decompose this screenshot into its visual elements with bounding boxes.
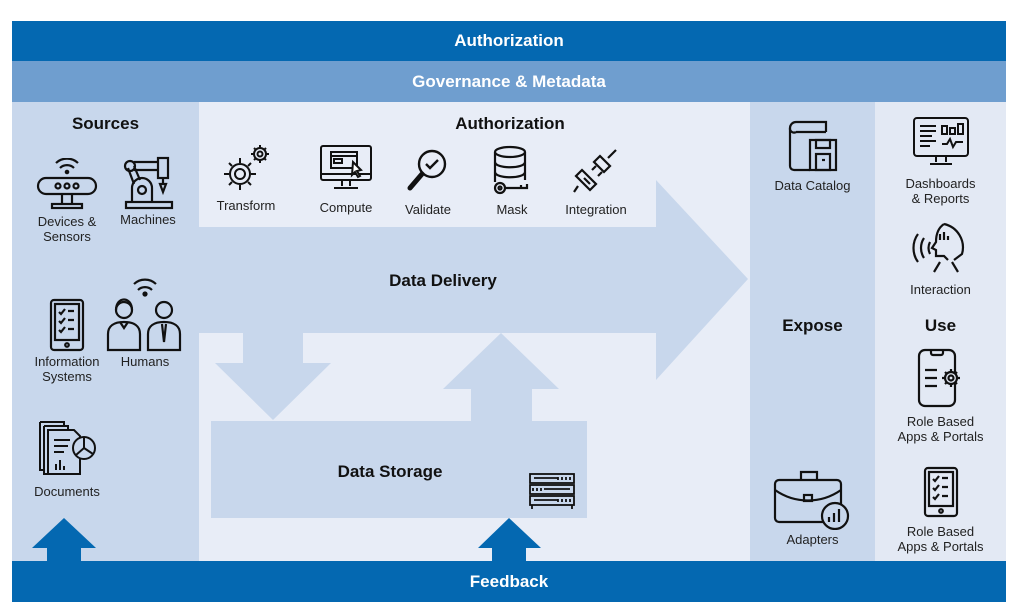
tablet-checklist-icon: [47, 298, 87, 354]
source-machines: Machines: [108, 154, 188, 227]
expose-data-catalog: Data Catalog: [756, 118, 869, 193]
use-role-based-apps-1: Role Based Apps & Portals: [881, 348, 1000, 444]
source-info-label-2: Systems: [42, 369, 92, 384]
up-from-storage-arrow: [443, 333, 559, 421]
tablet-checklist-icon: [921, 466, 961, 518]
use-role-apps-2-label-2: Apps & Portals: [897, 539, 984, 554]
source-devices-label-1: Devices &: [37, 214, 97, 229]
use-dashboards-reports: Dashboards & Reports: [881, 116, 1000, 206]
authorization-bar-label: Authorization: [454, 31, 564, 50]
people-wireless-icon: [104, 272, 186, 354]
process-validate-label: Validate: [404, 202, 451, 217]
processing-title: Authorization: [455, 114, 565, 133]
feedback-bar: Feedback: [12, 561, 1006, 602]
documents-chart-icon: [36, 418, 98, 478]
expose-title: Expose: [782, 316, 843, 335]
briefcase-chart-icon: [773, 468, 853, 530]
source-documents: Documents: [24, 418, 110, 499]
down-to-storage-arrow: [215, 333, 331, 420]
source-devices-sensors: Devices & Sensors: [24, 158, 110, 244]
use-role-based-apps-2: Role Based Apps & Portals: [881, 466, 1000, 554]
process-validate: Validate: [390, 148, 466, 217]
phone-gear-icon: [915, 348, 967, 408]
use-dashboards-label-2: & Reports: [911, 191, 970, 206]
expose-adapters: Adapters: [756, 468, 869, 547]
process-mask: Mask: [474, 144, 550, 217]
expose-column: [750, 102, 875, 561]
governance-bar: Governance & Metadata: [12, 61, 1006, 102]
source-humans-label: Humans: [120, 354, 170, 369]
voice-head-icon: [904, 220, 978, 276]
sensor-icon: [34, 158, 100, 214]
book-floppy-icon: [786, 118, 840, 172]
dashboard-monitor-icon: [912, 116, 970, 170]
source-humans: Humans: [100, 272, 190, 369]
data-delivery-label: Data Delivery: [389, 271, 497, 290]
use-column: [875, 102, 1006, 561]
monitor-cursor-icon: [318, 144, 374, 194]
source-machines-label: Machines: [120, 212, 176, 227]
use-role-apps-2-label-1: Role Based: [906, 524, 975, 539]
source-information-systems: Information Systems: [24, 298, 110, 384]
source-info-label-1: Information: [34, 354, 100, 369]
feedback-arrow-left: [32, 518, 96, 561]
database-key-icon: [492, 144, 532, 196]
process-transform: Transform: [206, 142, 286, 213]
use-role-apps-1-label-2: Apps & Portals: [897, 429, 984, 444]
gears-icon: [218, 142, 274, 192]
plug-connector-icon: [572, 146, 620, 196]
feedback-bar-label: Feedback: [469, 571, 549, 591]
magnifier-check-icon: [406, 148, 450, 194]
feedback-arrow-storage: [478, 518, 541, 561]
process-mask-label: Mask: [496, 202, 528, 217]
process-integration: Integration: [556, 146, 636, 217]
process-compute-label: Compute: [319, 200, 373, 215]
authorization-bar: Authorization: [12, 21, 1006, 61]
data-storage-label: Data Storage: [337, 462, 443, 481]
process-transform-label: Transform: [216, 198, 276, 213]
governance-bar-label: Governance & Metadata: [412, 71, 606, 91]
data-storage-box: [211, 421, 587, 518]
sources-title: Sources: [71, 114, 140, 133]
data-delivery-arrow: [199, 180, 748, 380]
server-rack-icon: [528, 472, 576, 510]
expose-adapters-label: Adapters: [786, 532, 839, 547]
use-title: Use: [924, 316, 957, 335]
robot-arm-icon: [120, 154, 176, 212]
use-interaction: Interaction: [881, 220, 1000, 297]
use-interaction-label: Interaction: [910, 282, 971, 297]
use-role-apps-1-label-1: Role Based: [906, 414, 975, 429]
expose-data-catalog-label: Data Catalog: [774, 178, 851, 193]
use-dashboards-label-1: Dashboards: [905, 176, 976, 191]
process-integration-label: Integration: [565, 202, 627, 217]
process-compute: Compute: [306, 144, 386, 215]
source-devices-label-2: Sensors: [43, 229, 91, 244]
source-documents-label: Documents: [34, 484, 100, 499]
